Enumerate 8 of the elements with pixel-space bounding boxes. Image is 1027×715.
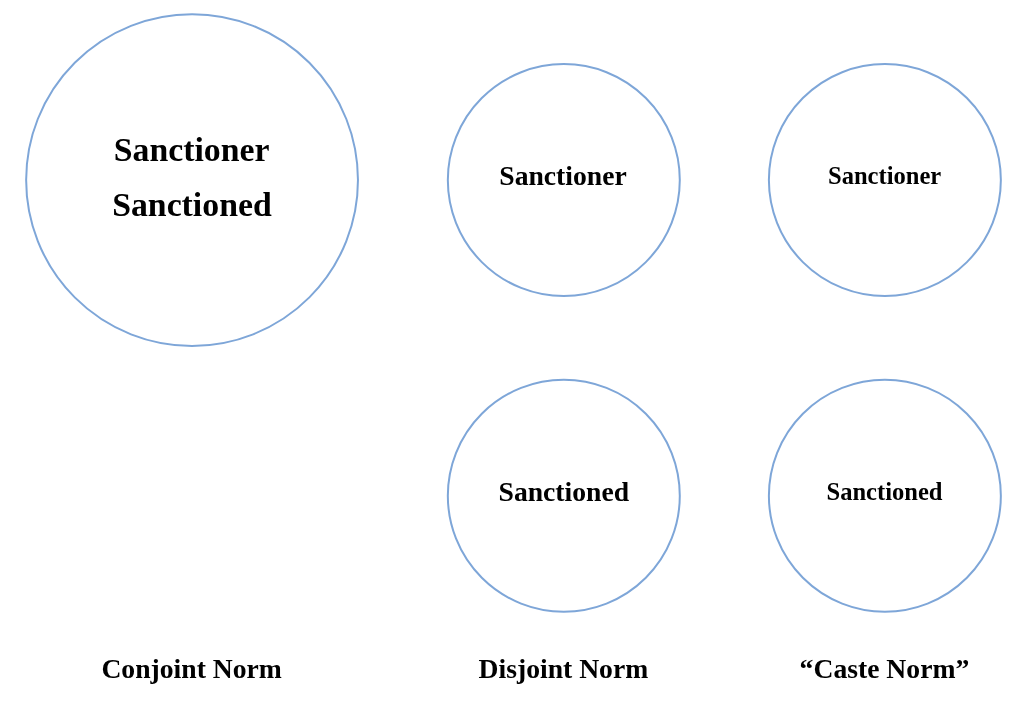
label: Conjoint Norm [101, 653, 282, 685]
node-circle: Sanctioner Sanctioned [25, 13, 359, 347]
node-circle: Sanctioned [446, 378, 681, 613]
label: “Caste Norm” [799, 653, 970, 685]
node-circle: Sanctioned [767, 378, 1002, 613]
label: Disjoint Norm [478, 653, 649, 685]
node-circle: Sanctioner [767, 63, 1002, 298]
node-circle: Sanctioner [446, 63, 681, 298]
